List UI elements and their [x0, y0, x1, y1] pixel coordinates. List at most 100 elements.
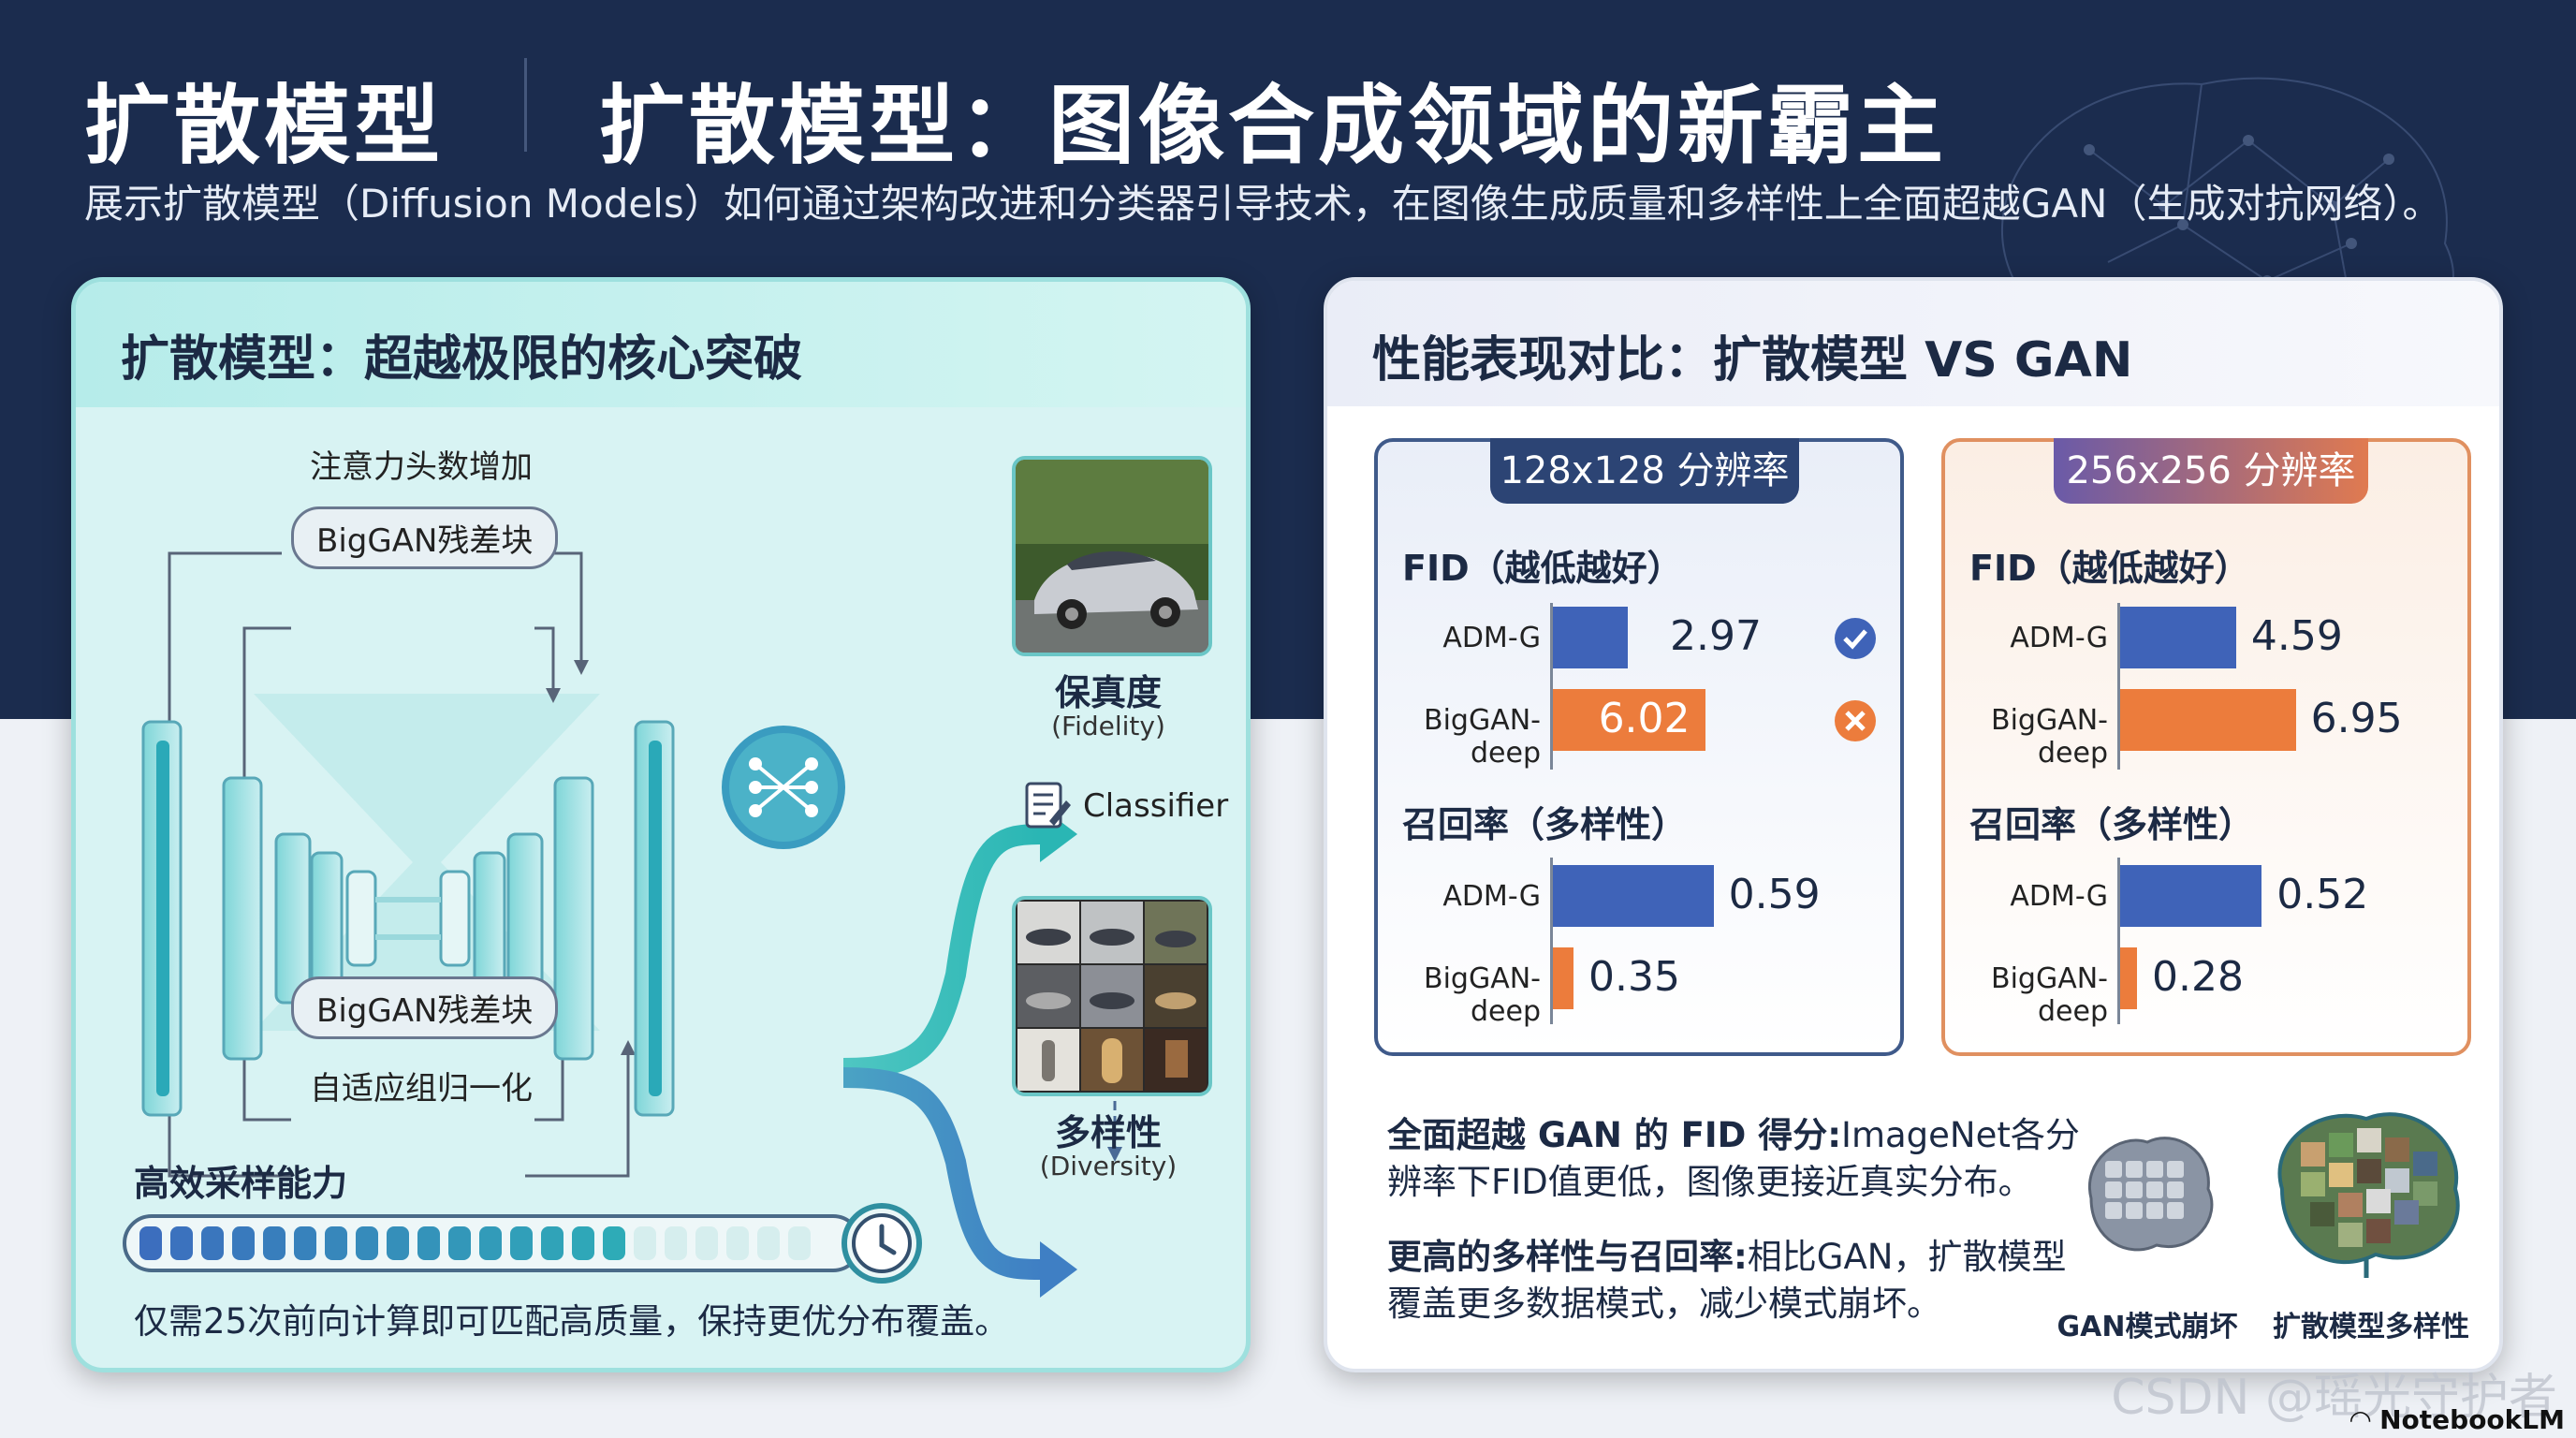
- progress-segment: [232, 1226, 255, 1260]
- progress-segment: [448, 1226, 471, 1260]
- diversity-english-label: (Diversity): [1039, 1151, 1178, 1181]
- res256-recall-adm-bar: [2120, 865, 2262, 927]
- progress-segment: [510, 1226, 533, 1260]
- fidelity-car-image: [1012, 456, 1212, 656]
- network-node-icon: [722, 726, 845, 849]
- res128-recall-adm-value: 0.59: [1728, 871, 1821, 918]
- progress-segment: [417, 1226, 440, 1260]
- diversity-note-bold: 更高的多样性与召回率:: [1387, 1237, 1748, 1277]
- progress-segment: [325, 1226, 347, 1260]
- progress-segment: [757, 1226, 780, 1260]
- res256-fid-biggan-bar: [2120, 689, 2296, 751]
- progress-segment: [603, 1226, 625, 1260]
- fidelity-english-label: (Fidelity): [1051, 711, 1165, 741]
- res256-recall-biggan-value: 0.28: [2152, 953, 2244, 1001]
- diversity-image-grid: [1012, 896, 1212, 1096]
- diffusion-diversity-caption: 扩散模型多样性: [2273, 1311, 2469, 1343]
- classifier-label: Classifier: [1083, 787, 1229, 825]
- page-subtitle: 展示扩散模型（Diffusion Models）如何通过架构改进和分类器引导技术…: [84, 181, 2442, 227]
- res128-recall-adm-label: ADM-G: [1442, 880, 1541, 913]
- res128-tab: 128x128 分辨率: [1490, 438, 1799, 504]
- fid-note-text-b: 辨率下FID值更低，图像更接近真实分布。: [1387, 1162, 2033, 1202]
- adaptive-group-norm-label: 自适应组归一化: [300, 1063, 542, 1108]
- res256-fid-adm-label: ADM-G: [2010, 622, 2108, 654]
- res256-recall-title: 召回率（多样性）: [1969, 804, 2255, 845]
- sampling-title: 高效采样能力: [134, 1163, 348, 1204]
- res128-card: 128x128 分辨率 FID（越低越好） ADM-G 2.97 BigGAN-…: [1374, 438, 1904, 1056]
- res256-fid-title: FID（越低越好）: [1969, 548, 2250, 589]
- progress-segment: [572, 1226, 594, 1260]
- progress-segment: [201, 1226, 224, 1260]
- fid-note: 全面超越 GAN 的 FID 得分:ImageNet各分 辨率下FID值更低，图…: [1387, 1112, 2080, 1206]
- diversity-note-text-a: 相比GAN，扩散模型: [1747, 1237, 2067, 1277]
- biggan-residual-bottom-label: BigGAN残差块: [291, 976, 559, 1039]
- fidelity-label: 保真度: [1054, 672, 1162, 713]
- res256-recall-axis: [2117, 858, 2120, 1024]
- diffusion-diversity-brain-icon: [2277, 1112, 2460, 1278]
- progress-segment: [788, 1226, 811, 1260]
- res128-fid-biggan-bar: 6.02: [1553, 689, 1705, 751]
- unet-architecture-diagram: [141, 551, 1122, 1298]
- classifier-document-icon: [1025, 782, 1071, 829]
- res128-fid-biggan-label: BigGAN-deep: [1424, 704, 1541, 770]
- progress-segment: [170, 1226, 193, 1260]
- core-breakthrough-panel: 扩散模型：超越极限的核心突破: [71, 277, 1251, 1372]
- res128-fid-title: FID（越低越好）: [1402, 548, 1683, 589]
- sampling-description: 仅需25次前向计算即可匹配高质量，保持更优分布覆盖。: [134, 1301, 1010, 1342]
- clock-icon: [842, 1203, 922, 1284]
- res128-recall-title: 召回率（多样性）: [1402, 804, 1688, 845]
- res256-card: 256x256 分辨率 FID（越低越好） ADM-G 4.59 BigGAN-…: [1941, 438, 2471, 1056]
- res128-recall-axis: [1550, 858, 1553, 1024]
- left-panel-title: 扩散模型：超越极限的核心突破: [121, 331, 803, 388]
- progress-segment: [726, 1226, 749, 1260]
- performance-comparison-panel: 性能表现对比：扩散模型 VS GAN 128x128 分辨率 FID（越低越好）…: [1324, 277, 2503, 1372]
- diversity-note: 更高的多样性与召回率:相比GAN，扩散模型 覆盖更多数据模式，减少模式崩坏。: [1387, 1234, 2080, 1328]
- progress-segment: [634, 1226, 656, 1260]
- res256-recall-biggan-bar: [2120, 947, 2137, 1009]
- res256-recall-biggan-label: BigGAN-deep: [1991, 962, 2108, 1028]
- res128-fid-adm-label: ADM-G: [1442, 622, 1541, 654]
- page-title: 扩散模型：图像合成领域的新霸主: [599, 76, 1948, 176]
- sampling-progress-bar: [123, 1214, 862, 1272]
- res256-tab: 256x256 分辨率: [2054, 438, 2368, 504]
- diversity-note-text-b: 覆盖更多数据模式，减少模式崩坏。: [1387, 1284, 1941, 1324]
- csdn-watermark: CSDN @瑶光守护者: [2111, 1370, 2557, 1426]
- progress-segment: [479, 1226, 502, 1260]
- progress-segment: [139, 1226, 162, 1260]
- progress-segment: [263, 1226, 285, 1260]
- progress-segment: [356, 1226, 378, 1260]
- diversity-label: 多样性: [1054, 1112, 1162, 1153]
- res128-fid-biggan-value: 6.02: [1598, 695, 1690, 742]
- res128-fid-axis: [1550, 603, 1553, 770]
- notebooklm-brand: ◠ NotebookLM: [2350, 1404, 2565, 1435]
- notebooklm-logo-icon: ◠: [2349, 1404, 2380, 1435]
- fid-note-bold: 全面超越 GAN 的 FID 得分:: [1387, 1115, 1842, 1155]
- res256-fid-biggan-label: BigGAN-deep: [1991, 704, 2108, 770]
- title-divider: [524, 58, 527, 152]
- cross-icon: [1835, 700, 1876, 741]
- fid-note-text-a: ImageNet各分: [1841, 1115, 2080, 1155]
- header-short-title: 扩散模型: [84, 76, 445, 176]
- notebooklm-brand-text: NotebookLM: [2379, 1404, 2565, 1435]
- progress-segment: [541, 1226, 564, 1260]
- res128-recall-biggan-value: 0.35: [1588, 953, 1680, 1001]
- res128-recall-biggan-bar: [1553, 947, 1573, 1009]
- check-icon: [1835, 618, 1876, 659]
- right-panel-header: 性能表现对比：扩散模型 VS GAN: [1327, 281, 2499, 406]
- res128-recall-biggan-label: BigGAN-deep: [1424, 962, 1541, 1028]
- right-panel-title: 性能表现对比：扩散模型 VS GAN: [1372, 332, 2133, 389]
- res128-fid-adm-value: 2.97: [1670, 612, 1762, 660]
- left-panel-header: 扩散模型：超越极限的核心突破: [76, 282, 1246, 407]
- progress-segment: [695, 1226, 718, 1260]
- progress-segment: [294, 1226, 316, 1260]
- res256-fid-axis: [2117, 603, 2120, 770]
- res256-recall-adm-label: ADM-G: [2010, 880, 2108, 913]
- res128-recall-adm-bar: [1553, 865, 1714, 927]
- gan-mode-collapse-brain-icon: [2088, 1137, 2214, 1252]
- res256-recall-adm-value: 0.52: [2276, 871, 2369, 918]
- res256-fid-biggan-value: 6.95: [2310, 695, 2403, 742]
- gan-mode-collapse-caption: GAN模式崩坏: [2056, 1311, 2238, 1343]
- biggan-residual-top-label: BigGAN残差块: [291, 506, 559, 569]
- res128-fid-adm-bar: [1553, 607, 1629, 668]
- res256-fid-adm-bar: [2120, 607, 2236, 668]
